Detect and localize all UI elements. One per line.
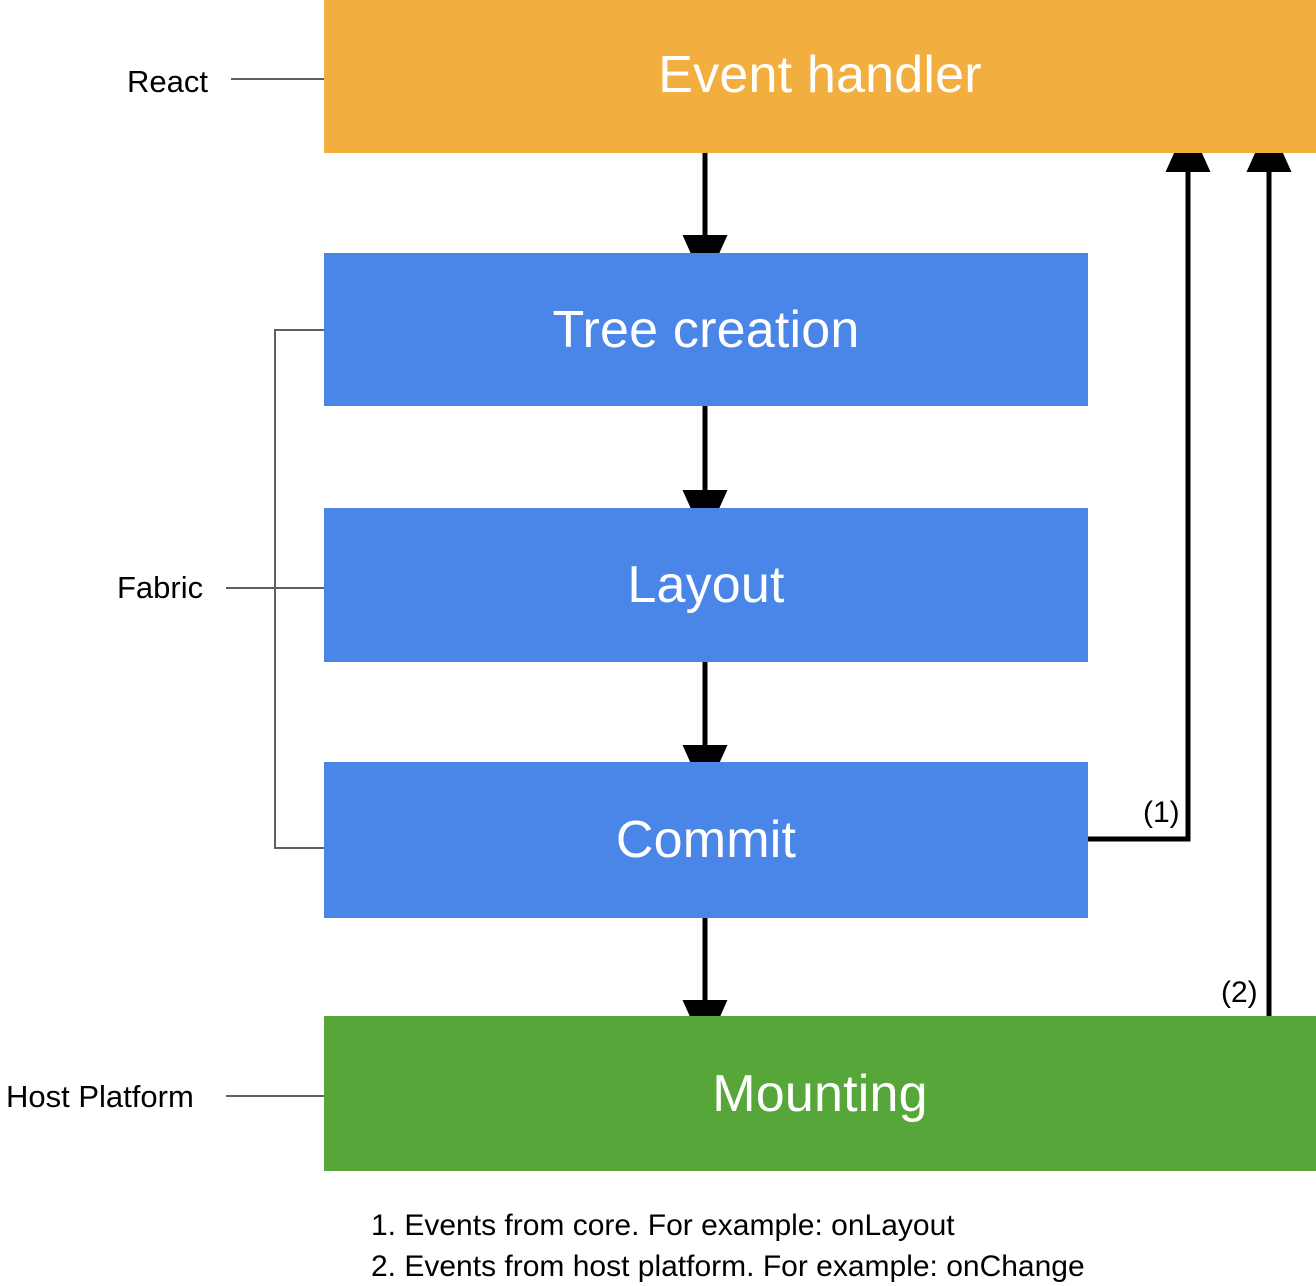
node-event-handler-label: Event handler: [658, 46, 982, 104]
footnote-list: 1. Events from core. For example: onLayo…: [371, 1205, 1085, 1286]
edge-label-step-1: (1): [1143, 796, 1180, 829]
node-tree-creation[interactable]: Tree creation: [324, 253, 1088, 406]
fabric-bracket: [226, 329, 324, 849]
layer-label-host-platform: Host Platform: [6, 1079, 194, 1114]
node-event-handler[interactable]: Event handler: [324, 0, 1316, 153]
layer-label-fabric: Fabric: [117, 570, 204, 605]
node-mounting[interactable]: Mounting: [324, 1016, 1316, 1171]
node-layout[interactable]: Layout: [324, 508, 1088, 662]
node-commit[interactable]: Commit: [324, 762, 1088, 918]
footnote-item: 1. Events from core. For example: onLayo…: [371, 1209, 955, 1242]
node-mounting-label: Mounting: [712, 1064, 928, 1123]
node-layout-label: Layout: [627, 556, 785, 614]
node-commit-label: Commit: [615, 811, 797, 869]
node-tree-creation-label: Tree creation: [552, 300, 860, 359]
footnote-item: 2. Events from host platform. For exampl…: [371, 1250, 1085, 1283]
edge-commit-to-event-handler-1: [1088, 122, 1211, 842]
layer-label-react: React: [127, 64, 208, 99]
edge-label-step-2: (2): [1221, 976, 1258, 1009]
